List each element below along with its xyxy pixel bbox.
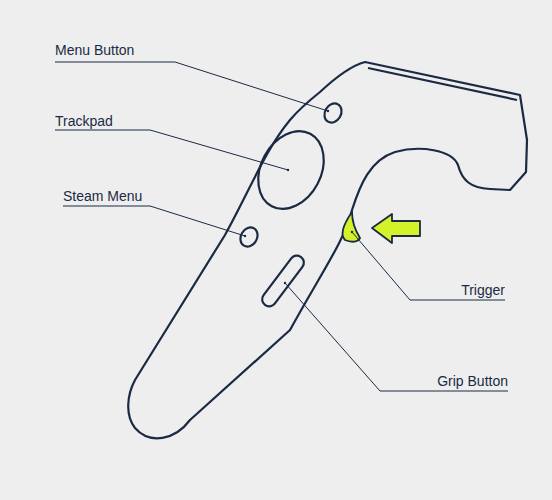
trigger: [343, 212, 360, 242]
part-label: Trackpad: [55, 113, 113, 129]
ring-edge: [368, 68, 517, 100]
part-label: Menu Button: [55, 42, 134, 58]
leader-line: [352, 232, 505, 300]
controller-body: [128, 62, 527, 438]
part-label: Trigger: [461, 282, 505, 298]
leader-line: [55, 62, 328, 111]
menu-button: [321, 100, 345, 125]
grip-button: [259, 253, 306, 309]
leader-line: [55, 130, 288, 170]
trackpad: [245, 120, 336, 221]
steam-menu-button: [237, 224, 261, 249]
leader-line: [63, 206, 245, 236]
part-label: Grip Button: [437, 373, 508, 389]
part-label: Steam Menu: [63, 188, 142, 204]
leader-line: [285, 283, 508, 391]
pointer-arrow: [372, 214, 420, 243]
